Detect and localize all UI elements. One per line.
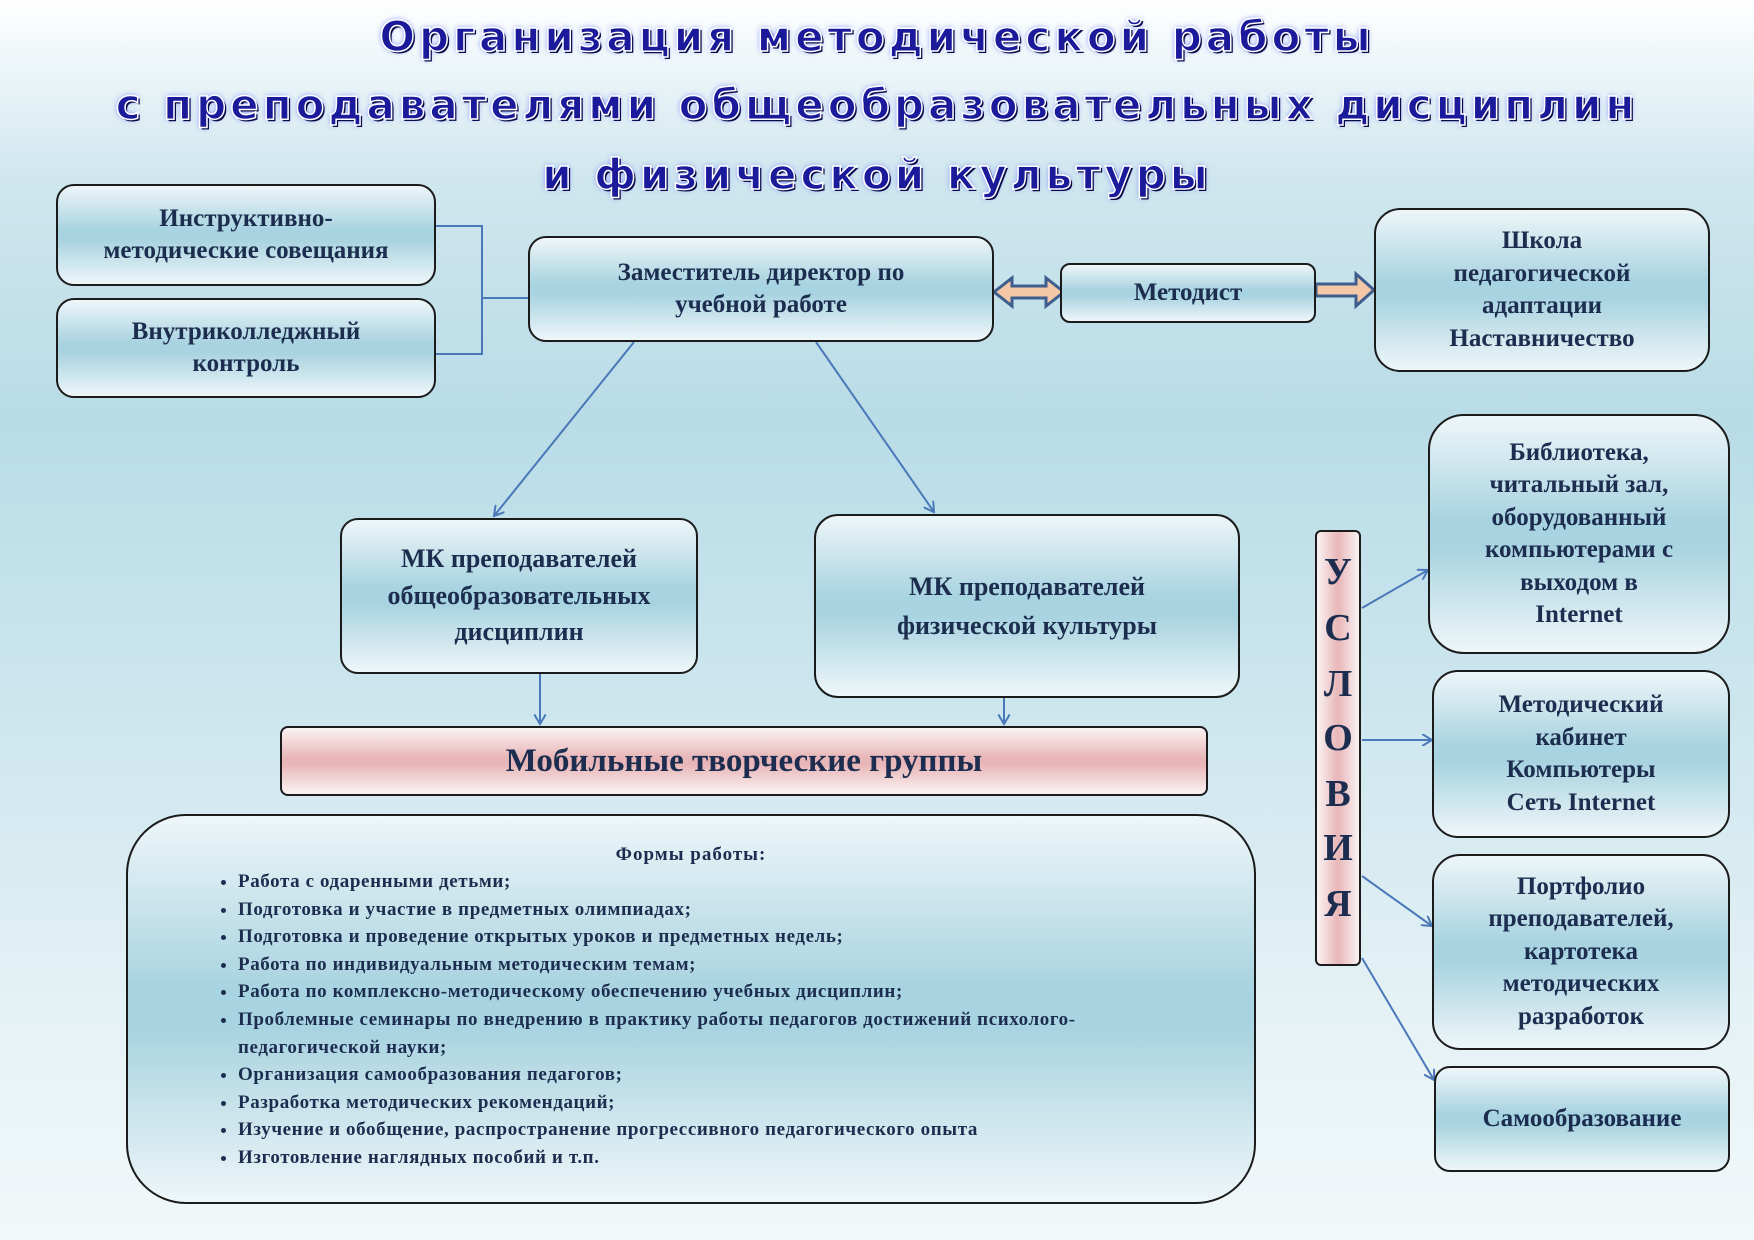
box-work-forms: Формы работы: Работа с одаренными детьми… bbox=[126, 814, 1256, 1204]
title-line-3: и физической культуры bbox=[541, 149, 1212, 200]
box-library-label: Библиотека, читальный зал, оборудованный… bbox=[1484, 438, 1674, 629]
conditions-letter: Л bbox=[1323, 663, 1353, 705]
box-methodist: Методист bbox=[1060, 263, 1316, 323]
arrow-zam-to-mk1 bbox=[494, 341, 635, 516]
box-self-education: Самообразование bbox=[1434, 1066, 1730, 1172]
box-library: Библиотека, читальный зал, оборудованный… bbox=[1428, 414, 1730, 654]
arrow-zam-to-mk2 bbox=[815, 341, 934, 512]
conditions-letter: О bbox=[1323, 717, 1353, 759]
work-form-item: Работа по комплексно-методическому обесп… bbox=[238, 978, 1218, 1006]
box-portfolio-label: Портфолио преподавателей, картотека мето… bbox=[1488, 872, 1674, 1030]
work-form-item: Подготовка и участие в предметных олимпи… bbox=[238, 896, 1218, 924]
work-forms-heading: Формы работы: bbox=[615, 844, 767, 865]
conditions-bar: У С Л О В И Я bbox=[1315, 530, 1361, 966]
box-instructive-meetings-label: Инструктивно- методические совещания bbox=[103, 204, 389, 265]
box-self-education-label: Самообразование bbox=[1482, 1104, 1682, 1132]
box-method-cabinet: Методический кабинет Компьютеры Сеть Int… bbox=[1432, 670, 1730, 838]
arrow-conditions-to-portfolio bbox=[1361, 875, 1432, 926]
conditions-letter: Я bbox=[1324, 883, 1352, 925]
box-portfolio: Портфолио преподавателей, картотека мето… bbox=[1432, 854, 1730, 1050]
conditions-letter: У bbox=[1324, 551, 1352, 593]
work-form-item: Изучение и обобщение, распространение пр… bbox=[238, 1116, 1218, 1144]
work-form-item: Разработка методических рекомендаций; bbox=[238, 1089, 1218, 1117]
box-mobile-groups-label: Мобильные творческие группы bbox=[505, 742, 983, 779]
arrow-conditions-to-library bbox=[1361, 570, 1428, 609]
conditions-letter: В bbox=[1325, 773, 1351, 815]
box-method-cabinet-label: Методический кабинет Компьютеры Сеть Int… bbox=[1498, 691, 1664, 816]
conditions-letter: И bbox=[1323, 827, 1353, 869]
arrow-metodist-to-school bbox=[1314, 270, 1377, 310]
box-mk-general-label: МК преподавателей общеобразовательных ди… bbox=[387, 543, 651, 647]
title-line-1: Организация методической работы bbox=[379, 11, 1375, 62]
box-internal-control-label: Внутриколледжный контроль bbox=[131, 317, 361, 378]
title-line-2: с преподавателями общеобразовательных ди… bbox=[115, 79, 1639, 130]
box-mk-physical-label: МК преподавателей физической культуры bbox=[896, 572, 1158, 640]
box-deputy-director-label: Заместитель директор по учебной работе bbox=[617, 258, 905, 319]
work-form-item: Изготовление наглядных пособий и т.п. bbox=[238, 1144, 1218, 1172]
conditions-letter: С bbox=[1324, 607, 1352, 649]
box-mobile-groups: Мобильные творческие группы bbox=[280, 726, 1208, 796]
box-mk-physical: МК преподавателей физической культуры bbox=[814, 514, 1240, 698]
box-instructive-meetings: Инструктивно- методические совещания bbox=[56, 184, 436, 286]
work-form-item: Проблемные семинары по внедрению в практ… bbox=[238, 1006, 1218, 1061]
work-form-item: Работа с одаренными детьми; bbox=[238, 868, 1218, 896]
work-form-item: Организация самообразования педагогов; bbox=[238, 1061, 1218, 1089]
box-methodist-label: Методист bbox=[1133, 278, 1243, 306]
work-form-item: Работа по индивидуальным методическим те… bbox=[238, 951, 1218, 979]
box-school-label: Школа педагогической адаптации Наставнич… bbox=[1449, 227, 1635, 352]
double-arrow-zam-metodist bbox=[991, 274, 1067, 310]
arrow-conditions-to-selfedu bbox=[1361, 957, 1434, 1080]
box-internal-control: Внутриколледжный контроль bbox=[56, 298, 436, 398]
work-form-item: Подготовка и проведение открытых уроков … bbox=[238, 923, 1218, 951]
work-forms-list: Работа с одаренными детьми; Подготовка и… bbox=[198, 868, 1218, 1172]
box-mk-general: МК преподавателей общеобразовательных ди… bbox=[340, 518, 698, 674]
box-deputy-director: Заместитель директор по учебной работе bbox=[528, 236, 994, 342]
box-school: Школа педагогической адаптации Наставнич… bbox=[1374, 208, 1710, 372]
bracket-connector bbox=[436, 225, 483, 355]
